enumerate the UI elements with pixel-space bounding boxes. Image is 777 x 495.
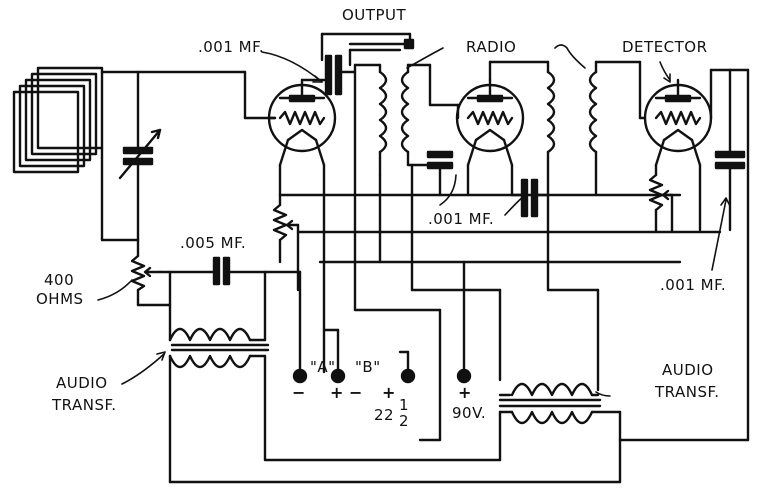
tube-radio-2: [455, 78, 525, 197]
output-jack: [320, 32, 415, 67]
rf-transformer-2: [488, 60, 647, 292]
label-audio-right-2: TRANSF.: [654, 383, 719, 401]
text-labels: OUTPUT RADIO DETECTOR .001 MF. .001 MF. …: [36, 6, 726, 430]
label-22-volts: 22: [374, 406, 394, 424]
label-detector: DETECTOR: [622, 38, 708, 56]
label-ohms-value: 400: [44, 271, 74, 289]
label-cap-001-top: .001 MF.: [198, 38, 264, 56]
label-minus: −: [292, 383, 305, 402]
condenser-005: [158, 256, 302, 286]
loop-antenna: [12, 66, 277, 242]
label-ohms-unit: OHMS: [36, 290, 84, 308]
label-radio: RADIO: [466, 38, 516, 56]
label-audio-right-1: AUDIO: [662, 361, 714, 379]
condenser-001-mid: [426, 150, 550, 218]
audio-transformer-right: [498, 382, 750, 462]
condenser-001-right: [698, 68, 750, 442]
condenser-001-top: [300, 54, 357, 96]
audio-transformer-left: [168, 270, 270, 484]
tube-radio-1: [267, 78, 337, 197]
label-plus-90: +: [458, 383, 471, 402]
label-22-den: 2: [399, 412, 409, 430]
label-audio-left-1: AUDIO: [56, 374, 108, 392]
rheostat-1: [272, 193, 300, 264]
label-22-num: 1: [399, 396, 409, 414]
label-battery-a: "A": [310, 358, 336, 376]
battery-terminals: [292, 328, 472, 384]
label-cap-001-mid: .001 MF.: [428, 210, 494, 228]
label-output: OUTPUT: [342, 6, 406, 24]
label-plus-minus: + −: [330, 383, 362, 402]
variable-condenser: [118, 70, 162, 242]
label-battery-b: "B": [355, 358, 381, 376]
label-plus-22: +: [382, 383, 395, 402]
leader-arrows: [97, 44, 731, 397]
potentiometer-400-ohms: [130, 238, 172, 307]
tube-detector: [643, 78, 713, 167]
label-cap-005: .005 MF.: [180, 234, 246, 252]
b-plus-wiring: [353, 163, 600, 442]
return-wiring: [168, 438, 622, 484]
label-audio-left-2: TRANSF.: [51, 396, 116, 414]
rheostat-detector: [648, 163, 674, 234]
rf-transformer-1: [353, 63, 460, 312]
label-90-volts: 90V.: [452, 404, 486, 422]
label-cap-001-right: .001 MF.: [660, 276, 726, 294]
